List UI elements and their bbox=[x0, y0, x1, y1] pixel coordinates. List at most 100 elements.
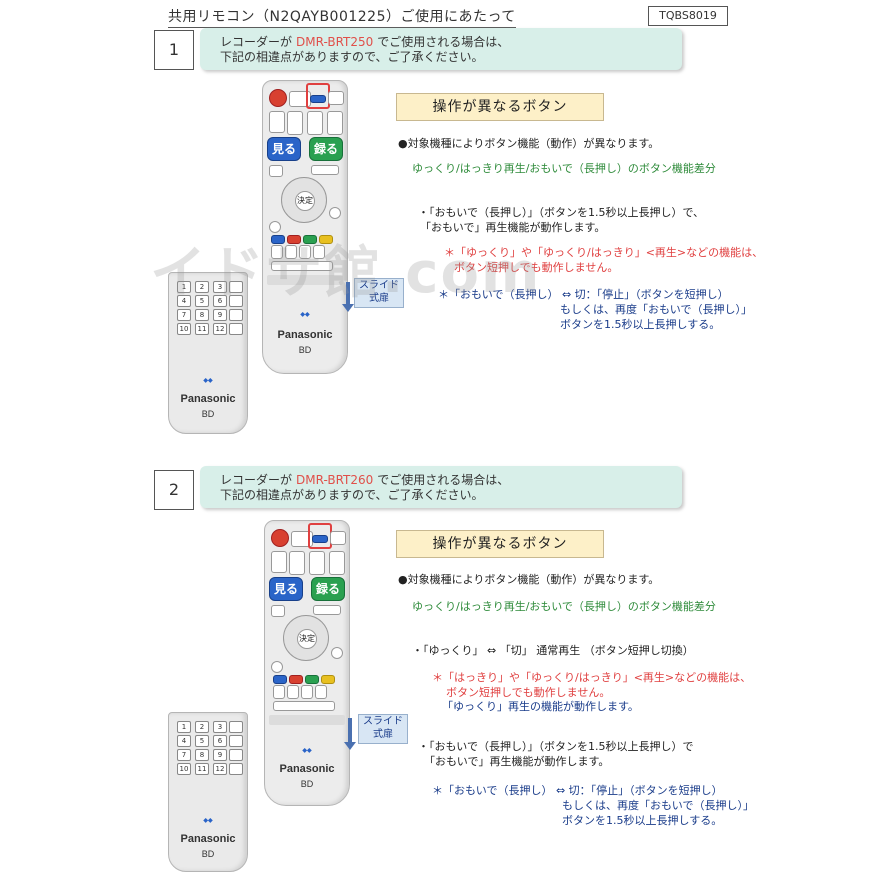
section-2-blue-line: 「ゆっくり」再生の機能が動作します。 bbox=[442, 700, 639, 713]
green-key bbox=[305, 675, 319, 684]
section-2-bullet: ●対象機種によりボタン機能（動作）が異なります。 bbox=[398, 573, 660, 586]
model-name: DMR-BRT250 bbox=[296, 35, 374, 49]
key-10: 10 bbox=[177, 763, 191, 775]
section-1-line-2: 「おもいで」再生機能が動作します。 bbox=[420, 221, 606, 234]
section-2-red-2: ボタン短押しでも動作しません。 bbox=[446, 686, 611, 699]
miru-button: 見る bbox=[269, 577, 303, 601]
key-11: 11 bbox=[195, 763, 209, 775]
yellow-key bbox=[321, 675, 335, 684]
section-1-subtitle: ゆっくり/はっきり再生/おもいで（長押し）のボタン機能差分 bbox=[412, 162, 716, 175]
key-10: 10 bbox=[177, 323, 191, 335]
remote-illustration-1: 見る 録る 決定 ◆◆ Panasonic BD bbox=[262, 80, 348, 374]
section-2-blue-3: ボタンを1.5秒以上長押しする。 bbox=[562, 814, 723, 827]
section-2-line-a: ・「ゆっくり」 ⇔ 「切」 通常再生 （ボタン短押し切換） bbox=[412, 644, 694, 657]
channel-button bbox=[287, 111, 303, 135]
note-prefix: レコーダーが bbox=[220, 473, 293, 487]
blue-key bbox=[273, 675, 287, 684]
volume-button bbox=[309, 551, 325, 575]
brand-logo: Panasonic bbox=[180, 393, 236, 405]
section-number-1: 1 bbox=[154, 30, 194, 70]
brand-logo: Panasonic bbox=[279, 763, 335, 775]
section-2-line-2: 「おもいで」再生機能が動作します。 bbox=[424, 755, 610, 768]
giga-logo: ◆◆ bbox=[203, 378, 213, 384]
bd-label: BD bbox=[201, 849, 215, 859]
key-3: 3 bbox=[213, 281, 227, 293]
slide-label: スライド bbox=[363, 716, 403, 727]
slide-arrow-shaft bbox=[348, 718, 352, 742]
onetouch-button bbox=[271, 605, 285, 617]
key-1: 1 bbox=[177, 721, 191, 733]
key-6: 6 bbox=[213, 295, 227, 307]
section-1-line-1: ・「おもいで（長押し）」（ボタンを1.5秒以上長押し）で、 bbox=[418, 206, 705, 219]
note-suffix: でご使用される場合は、 bbox=[377, 473, 510, 487]
section-2-line-1: ・「おもいで（長押し）」（ボタンを1.5秒以上長押し）で bbox=[418, 740, 694, 753]
green-key bbox=[303, 235, 317, 244]
kettei-button: 決定 bbox=[297, 629, 317, 649]
play-key-a bbox=[273, 685, 285, 699]
red-key bbox=[287, 235, 301, 244]
key-7: 7 bbox=[177, 749, 191, 761]
bd-label: BD bbox=[300, 779, 314, 789]
section-2-red-1: ＊「はっきり」や「ゆっくり/はっきり」<再生>などの機能は、 bbox=[432, 671, 752, 684]
side-button bbox=[330, 531, 346, 545]
sub-button bbox=[269, 221, 281, 233]
roku-button: 録る bbox=[311, 577, 345, 601]
key-side-4 bbox=[229, 763, 243, 775]
key-7: 7 bbox=[177, 309, 191, 321]
yellow-key bbox=[319, 235, 333, 244]
blue-key bbox=[271, 235, 285, 244]
tv-button bbox=[269, 111, 285, 133]
section-1-blue-1: ＊「おもいで（長押し） ⇔ 切：「停止」（ボタンを短押し） bbox=[438, 288, 729, 301]
slow-clear-button bbox=[310, 95, 326, 103]
note-line-2: 下記の相違点がありますので、ご了承ください。 bbox=[220, 488, 484, 502]
slow-clear-button bbox=[312, 535, 328, 543]
input-button bbox=[329, 551, 345, 575]
slide-arrow-head bbox=[342, 304, 354, 312]
slide-label-sub: 式扉 bbox=[373, 729, 393, 740]
key-4: 4 bbox=[177, 735, 191, 747]
key-12: 12 bbox=[213, 763, 227, 775]
key-5: 5 bbox=[195, 735, 209, 747]
note-line-2: 下記の相違点がありますので、ご了承ください。 bbox=[220, 50, 484, 64]
sub-button bbox=[271, 661, 283, 673]
play-key-d bbox=[313, 245, 325, 259]
slide-arrow-head bbox=[344, 742, 356, 750]
giga-logo: ◆◆ bbox=[203, 818, 213, 824]
key-4: 4 bbox=[177, 295, 191, 307]
highlight-frame bbox=[306, 83, 330, 109]
key-9: 9 bbox=[213, 309, 227, 321]
section-1-red-2: ボタン短押しでも動作しません。 bbox=[454, 261, 619, 274]
channel-button bbox=[289, 551, 305, 575]
volume-button bbox=[307, 111, 323, 135]
dpad: 決定 bbox=[283, 615, 329, 661]
note-suffix: でご使用される場合は、 bbox=[377, 35, 510, 49]
bd-label: BD bbox=[201, 409, 215, 419]
section-2-subtitle: ゆっくり/はっきり再生/おもいで（長押し）のボタン機能差分 bbox=[412, 600, 716, 613]
back-button bbox=[329, 207, 341, 219]
section-1-blue-2: もしくは、再度「おもいで（長押し）」 bbox=[560, 303, 752, 316]
key-2: 2 bbox=[195, 281, 209, 293]
giga-logo: ◆◆ bbox=[302, 748, 312, 754]
play-key-c bbox=[299, 245, 311, 259]
slide-label: スライド bbox=[359, 280, 399, 291]
remote-illustration-2: 見る 録る 決定 ◆◆ Panasonic BD bbox=[264, 520, 350, 806]
roku-button: 録る bbox=[309, 137, 343, 161]
play-key-d bbox=[315, 685, 327, 699]
key-side-3 bbox=[229, 749, 243, 761]
key-8: 8 bbox=[195, 749, 209, 761]
key-side-2 bbox=[229, 295, 243, 307]
play-key-b bbox=[285, 245, 297, 259]
play-key-b bbox=[287, 685, 299, 699]
key-side-1 bbox=[229, 721, 243, 733]
section-2-heading: 操作が異なるボタン bbox=[396, 530, 604, 558]
page-title: 共用リモコン（N2QAYB001225）ご使用にあたって bbox=[168, 6, 516, 28]
play-key-c bbox=[301, 685, 313, 699]
brand-logo: Panasonic bbox=[180, 833, 236, 845]
key-3: 3 bbox=[213, 721, 227, 733]
section-1-bullet: ●対象機種によりボタン機能（動作）が異なります。 bbox=[398, 137, 660, 150]
tv-button bbox=[271, 551, 287, 573]
section-1-heading: 操作が異なるボタン bbox=[396, 93, 604, 121]
onetouch-button bbox=[269, 165, 283, 177]
key-side-3 bbox=[229, 309, 243, 321]
